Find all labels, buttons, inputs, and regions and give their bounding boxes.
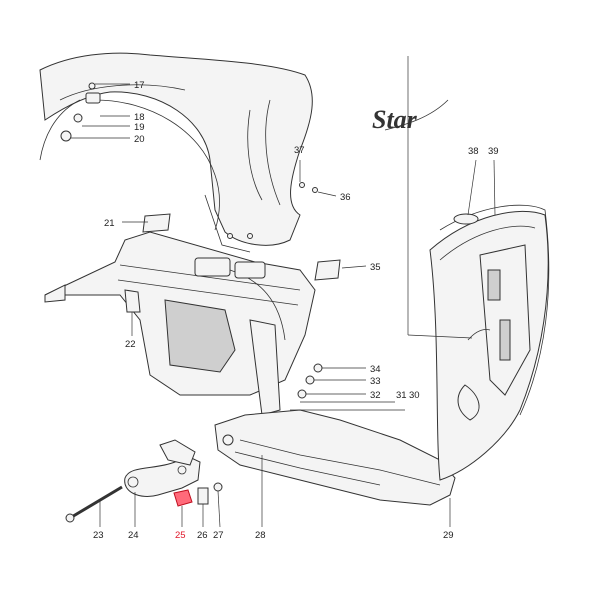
callout-30: 30: [409, 390, 420, 401]
part-shield-screw: [227, 233, 233, 239]
floorboard: [214, 409, 456, 506]
part-18-clip: [85, 92, 101, 104]
part-24-link: [124, 454, 201, 497]
callout-28: 28: [255, 530, 266, 541]
part-17-screw: [88, 82, 96, 90]
part-20-nut: [60, 130, 72, 142]
part-38-badge: [453, 213, 479, 225]
part-25-highlighted: [173, 489, 193, 507]
callout-36: 36: [340, 192, 351, 203]
callout-27: 27: [213, 530, 224, 541]
part-35-bracket: [314, 259, 341, 281]
callout-20: 20: [134, 134, 145, 145]
frame-chassis: [44, 231, 316, 416]
callout-labels: 17 18 19 20 21 22 37 36 35 34 33 32 31 3…: [93, 80, 499, 541]
callout-35: 35: [370, 262, 381, 273]
part-36-screw: [312, 187, 318, 193]
part-23-bolt: [69, 485, 123, 520]
part-shield-screw-2: [247, 233, 253, 239]
cable: [94, 99, 220, 231]
callout-39: 39: [488, 146, 499, 157]
part-33-washer: [305, 375, 315, 385]
star-logo: Star: [372, 105, 418, 134]
part-27-washer: [213, 482, 223, 492]
callout-23: 23: [93, 530, 104, 541]
callout-33: 33: [370, 376, 381, 387]
callout-18: 18: [134, 112, 145, 123]
cable-2: [39, 99, 81, 161]
callout-26: 26: [197, 530, 208, 541]
callout-31: 31: [396, 390, 407, 401]
part-19-washer: [73, 113, 83, 123]
part-24-bracket: [159, 439, 196, 466]
part-39-trim: [439, 204, 550, 416]
part-22-clip: [124, 289, 141, 313]
callout-32: 32: [370, 390, 381, 401]
callout-17: 17: [134, 80, 145, 91]
callout-38: 38: [468, 146, 479, 157]
callout-22: 22: [125, 339, 136, 350]
callout-25-highlighted: 25: [175, 530, 186, 541]
callout-29: 29: [443, 530, 454, 541]
callout-21: 21: [104, 218, 115, 229]
callout-19: 19: [134, 122, 145, 133]
callout-34: 34: [370, 364, 381, 375]
callout-37: 37: [294, 145, 305, 156]
part-37-screw: [299, 182, 305, 188]
leader-lines: [70, 56, 496, 528]
part-34-nut: [313, 363, 323, 373]
leg-shield: [429, 210, 549, 481]
star-logo-swash: [384, 99, 449, 131]
part-26-bushing: [197, 487, 209, 505]
front-shield: [39, 52, 313, 253]
part-21-bracket: [142, 213, 171, 233]
part-32-washer: [297, 389, 307, 399]
callout-24: 24: [128, 530, 139, 541]
